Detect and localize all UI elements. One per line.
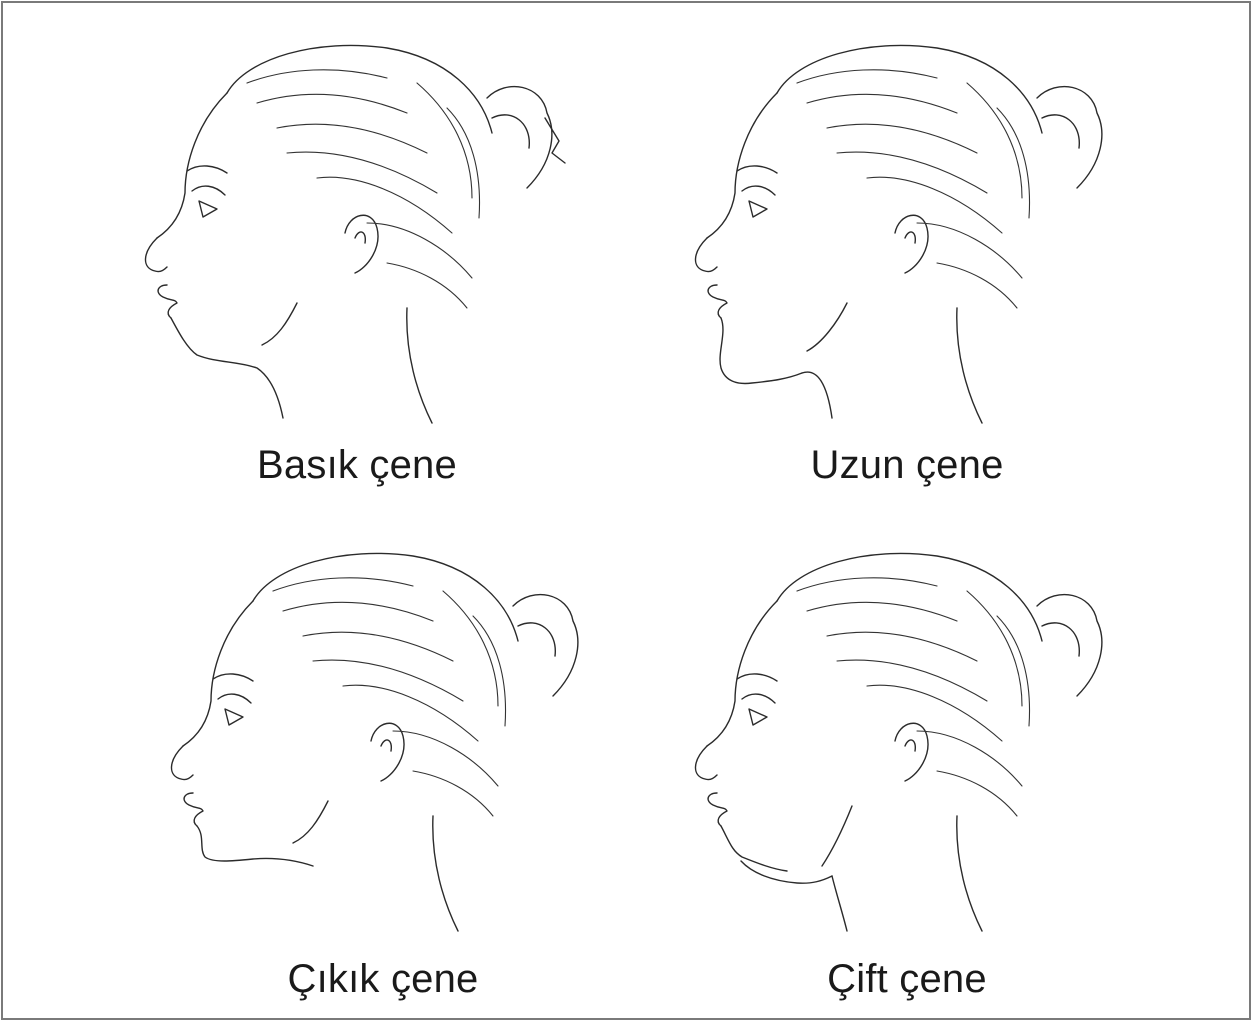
panel-cift-cene: Çift çene [637, 531, 1177, 1031]
head-profile-basik-illustration [87, 23, 627, 443]
caption-uzun-cene: Uzun çene [637, 443, 1177, 488]
head-profile-cift-illustration [637, 531, 1177, 951]
panel-uzun-cene: Uzun çene [637, 23, 1177, 523]
head-profile-uzun-illustration [637, 23, 1177, 443]
caption-cikik-cene: Çıkık çene [113, 957, 653, 1002]
panel-cikik-cene: Çıkık çene [113, 531, 653, 1031]
caption-cift-cene: Çift çene [637, 957, 1177, 1002]
panel-basik-cene: Basık çene [87, 23, 627, 523]
caption-basik-cene: Basık çene [87, 443, 627, 488]
head-profile-cikik-illustration [113, 531, 653, 951]
